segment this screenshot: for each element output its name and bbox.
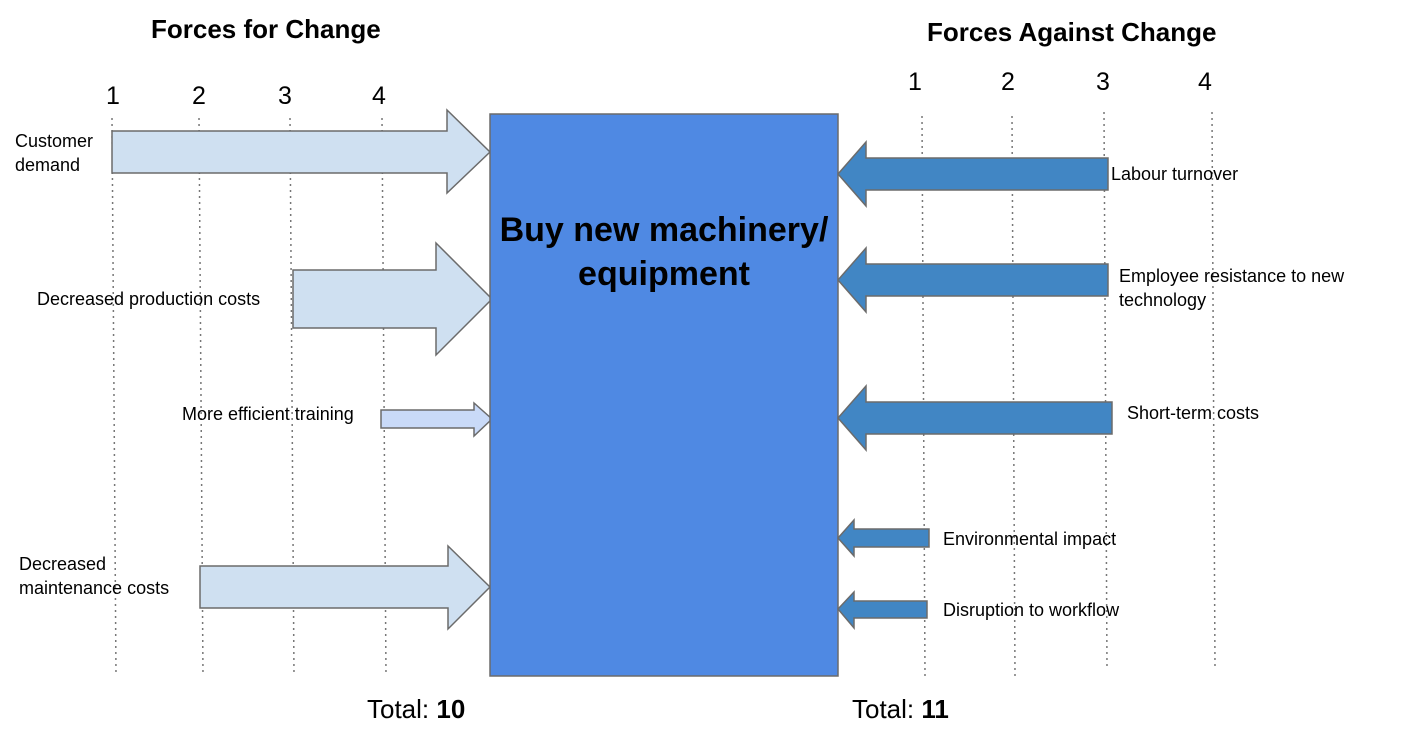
force-for-label-production-costs: Decreased production costs — [37, 289, 261, 309]
left-scale-1: 1 — [106, 82, 120, 110]
force-for-label-training: More efficient training — [182, 404, 354, 424]
right-scale-lines — [921, 111, 1216, 677]
force-against-label-disruption: Disruption to workflow — [943, 600, 1120, 620]
left-scale-3: 3 — [278, 82, 292, 110]
force-for-label-customer-demand: Customer demand — [15, 131, 94, 175]
total-for-label: Total: — [367, 694, 430, 724]
total-for: Total: 10 — [367, 694, 465, 725]
arrow-customer-demand — [111, 108, 492, 195]
center-decision-box — [489, 113, 839, 677]
arrow-more-efficient-training — [380, 401, 494, 438]
force-for-label-maintenance-costs: Decreased maintenance costs — [19, 554, 170, 598]
arrow-decreased-maintenance-costs — [199, 544, 492, 631]
arrow-environmental-impact — [836, 518, 930, 558]
arrow-employee-resistance — [837, 246, 1109, 314]
left-scale-4: 4 — [372, 82, 386, 110]
center-decision-label: Buy new machinery/ equipment — [499, 211, 829, 293]
arrow-decreased-production-costs — [292, 241, 494, 357]
total-against-value: 11 — [921, 694, 949, 724]
right-scale-4: 4 — [1198, 68, 1212, 96]
right-scale-3: 3 — [1096, 68, 1110, 96]
forces-for-heading: Forces for Change — [151, 14, 381, 44]
force-against-label-short-term-costs: Short-term costs — [1127, 403, 1260, 423]
force-against-label-employee-resistance: Employee resistance to new technology — [1119, 266, 1345, 310]
left-scale-2: 2 — [192, 82, 206, 110]
force-against-label-environmental-impact: Environmental impact — [943, 529, 1117, 549]
arrow-disruption-to-workflow — [836, 590, 928, 631]
arrow-labour-turnover — [837, 140, 1109, 208]
forces-against-heading: Forces Against Change — [927, 17, 1217, 47]
arrow-short-term-costs — [837, 384, 1113, 452]
total-for-value: 10 — [436, 694, 466, 724]
right-scale-1: 1 — [908, 68, 922, 96]
total-against-label: Total: — [852, 694, 915, 724]
right-scale-2: 2 — [1001, 68, 1015, 96]
total-against: Total: 11 — [852, 694, 949, 725]
force-against-label-labour-turnover: Labour turnover — [1111, 164, 1239, 184]
